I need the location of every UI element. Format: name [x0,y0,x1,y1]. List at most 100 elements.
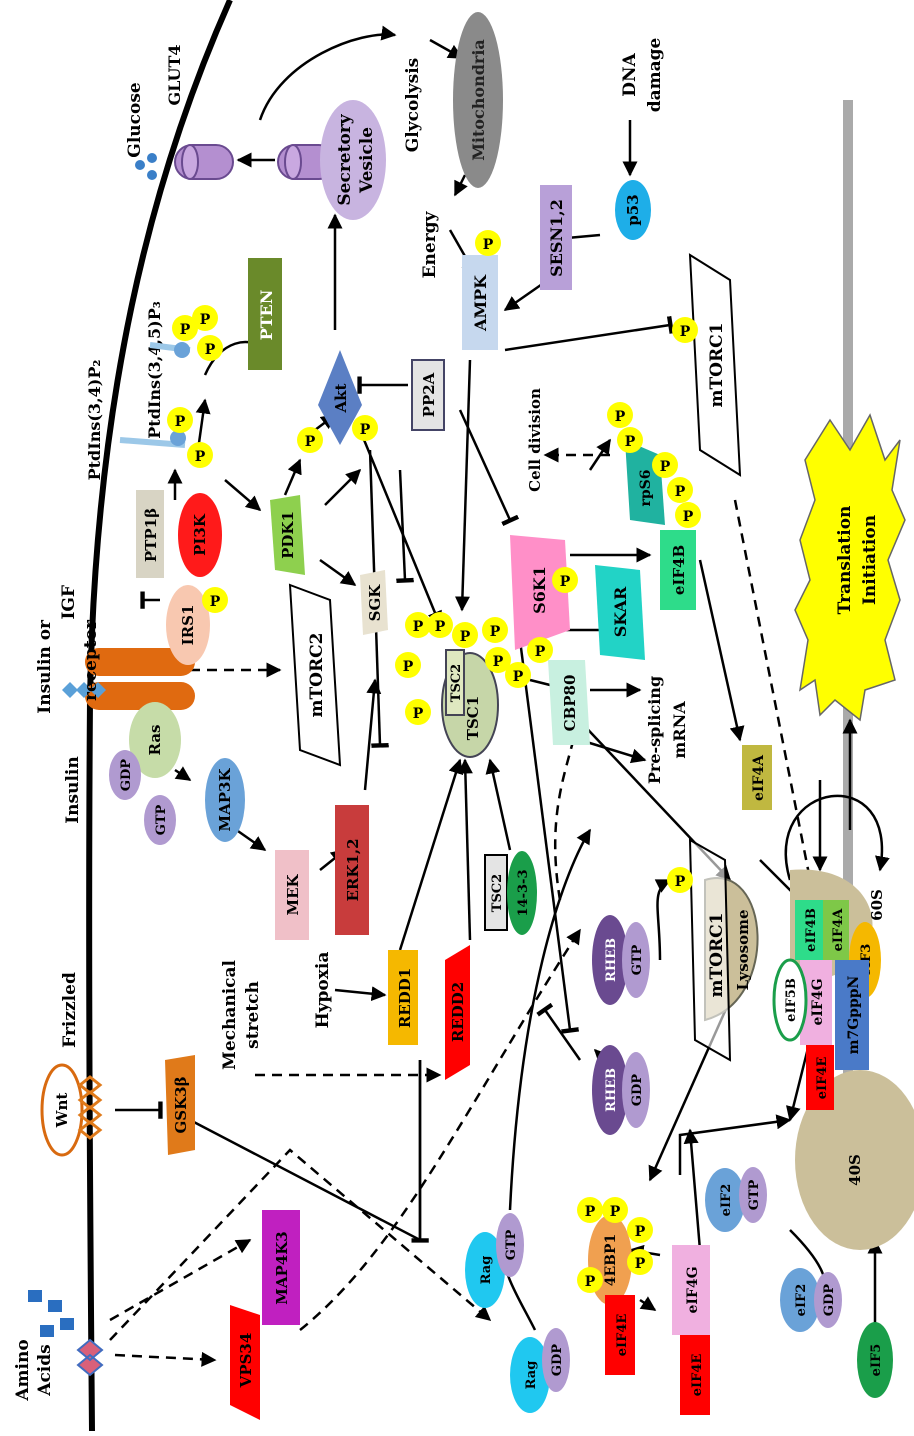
map3k-node [205,758,245,842]
eif2-gtp-label: eIF2 [719,1184,734,1217]
frizzled-receptor [77,1075,103,1140]
pdk1-node [270,495,305,575]
secretory-vesicle [320,100,386,220]
eif4b-complex-node [795,900,823,960]
tsc2-bound-node [484,854,508,931]
insulin-molecules [62,682,106,698]
gtp-rag-node [496,1213,524,1277]
gdp-rheb-label: GDP [630,1074,645,1106]
gdp-rag-label: GDP [550,1344,565,1376]
gtp-eif2-label: GTP [747,1180,762,1211]
eif5b-label: eIF5B [784,978,799,1022]
svg-text:P: P [460,629,471,645]
insulin-receptor-label: Insulin or [35,619,55,714]
redd1-label: REDD1 [396,968,414,1028]
eif4b-complex-label: eIF4B [804,908,819,952]
svg-text:P: P [205,342,216,358]
eif4e-complex-node [806,1045,834,1110]
svg-text:P: P [493,654,504,670]
phospho-pip3-1: P [192,305,218,331]
eif4b-node [660,530,696,610]
phospho-tsc-4: P [405,699,431,725]
svg-text:P: P [585,1274,596,1290]
irs1-node [166,585,210,665]
p53-node [615,180,651,240]
phospho-pip3-2: P [172,315,198,341]
gsk3b-node [165,1055,195,1155]
arrows [115,25,890,1331]
skar-node [595,565,645,660]
ptp1b-node [136,490,164,578]
phospho-4ebp1-3: P [627,1217,653,1243]
eif4g-free-label: eIF4G [685,1266,701,1313]
vps34-node [230,1305,260,1420]
gtp-ras-node [144,795,176,845]
ptdins34-label: PtdIns(3,4)P₂ [85,360,104,481]
eif4g-complex-label: eIF4G [810,978,826,1025]
svg-text:P: P [210,594,221,610]
svg-text:P: P [675,874,686,890]
gdp-eif2-label: GDP [822,1284,837,1316]
svg-text:P: P [560,574,571,590]
tsc2-label: TSC2 [449,664,464,702]
eif2-gdp-label: eIF2 [794,1284,809,1317]
phospho-rps6-2: P [617,427,643,453]
eif4a-label: eIF4A [751,754,767,801]
phospho-s6k1-1: P [482,617,508,643]
sgk-label: SGK [366,584,384,622]
lipid-phosphates [119,342,191,448]
map3k-label: MAP3K [216,768,234,832]
ptdins345-label: PtdIns(3,4,5)P₃ [145,301,164,438]
gdp-rag-node [542,1328,570,1392]
akt-label: Akt [332,383,350,413]
amino-acid-transporter [76,1338,104,1377]
eif4e-bound-node [605,1295,635,1375]
svg-text:P: P [180,322,191,338]
mtorc1-bottom-label: mTORC1 [707,913,727,998]
mrna-label: mRNA [670,701,689,759]
rag-gdp-label: Rag [524,1361,539,1390]
initiation-label: Initiation [860,515,880,605]
m7gpppn-label: m7GpppN [846,975,862,1054]
cbp80-label: CBP80 [561,675,579,732]
phospho-rps6-1: P [607,402,633,428]
hypoxia-label: Hypoxia [313,952,333,1029]
mtorc1-top-label: mTORC1 [707,323,727,408]
60s-label: 60S [868,889,886,921]
mtorc1-top-node [688,253,742,477]
svg-text:P: P [513,669,524,685]
svg-text:P: P [200,312,211,328]
gtp-ras-label: GTP [154,805,169,836]
sesn-label: SESN1,2 [547,199,566,277]
mtorc1-bottom-node [688,838,732,1062]
akt-node [318,350,362,445]
eif4a-node [742,745,772,810]
gsk3b-label: GSK3β [172,1076,190,1133]
mek-node [275,850,309,940]
phospho-s6k1-4: P [527,637,553,663]
vps34-label: VPS34 [237,1333,255,1389]
ribosome-40s [795,1070,914,1250]
gtp-eif2-node [739,1167,767,1223]
mechanical-label: Mechanical [220,959,240,1070]
eif2-gdp-node [780,1268,820,1332]
cell-division-label: Cell division [526,388,544,492]
insulin-label: Insulin [63,756,83,824]
ampk-node [462,255,498,350]
svg-text:P: P [635,1224,646,1240]
phospho-rps6-4: P [667,477,693,503]
eif5b-node [772,958,808,1042]
mtorc2-label: mTORC2 [307,633,327,718]
gtp-rheb-node [622,922,650,998]
mek-label: MEK [284,874,302,916]
gdp-rheb-node [622,1052,650,1128]
pre-splicing-label: Pre-splicing [645,676,664,784]
eif4g-free-node [672,1245,710,1335]
eif4e-complex-label: eIF4E [815,1057,830,1100]
rag-gtp-node [465,1232,505,1308]
glut4-label: GLUT4 [165,44,184,105]
phospho-4ebp1-1: P [577,1197,603,1223]
receptor-label: receptor [81,619,101,701]
phospho-akt-1: P [297,427,323,453]
